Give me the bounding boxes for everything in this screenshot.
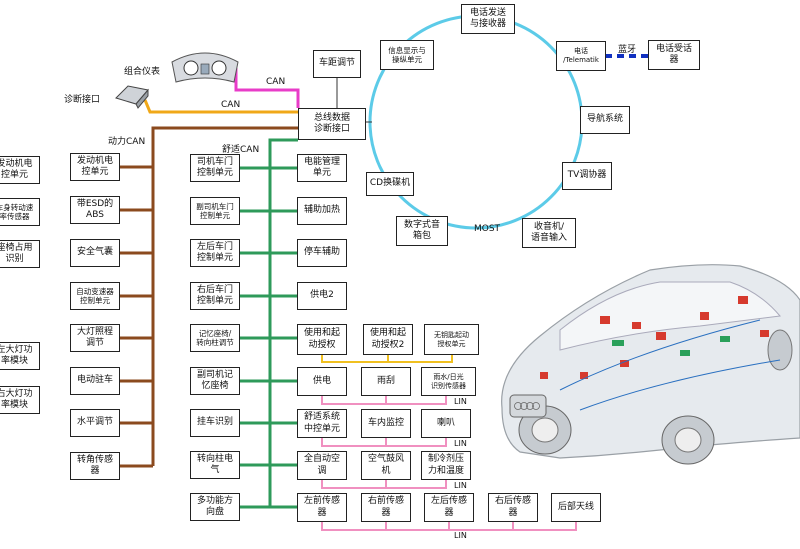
power-node-engine: 发动机电 控单元 (70, 153, 120, 181)
comfort-node-steering-column: 转向柱电 气 (190, 451, 240, 479)
power-node-transmission: 自动变速器 控制单元 (70, 282, 120, 310)
lin2-interior-monitor: 车内监控 (361, 409, 411, 438)
ring-info-display: 信息显示与 操纵单元 (380, 40, 434, 70)
lin4-left-rear-sensor: 左后传感 器 (424, 493, 474, 522)
lin4-rear-antenna: 后部天线 (551, 493, 601, 522)
lin1-rain-light-sensor: 雨水/日光 识别传感器 (421, 367, 476, 396)
comfort-node-multifunction-wheel: 多功能方 向盘 (190, 493, 240, 521)
comfort-node-right-rear-door: 右后车门 控制单元 (190, 282, 240, 310)
left-cut-right-headlamp-box: 右大灯功 率模块 (0, 386, 40, 414)
power-node-angle-sensor: 转角传感 器 (70, 452, 120, 480)
comfort-node-passenger-memory-seat: 副司机记 忆座椅 (190, 367, 240, 395)
comfort-node-passenger-door: 副司机车门 控制单元 (190, 197, 240, 225)
power-node-abs: 带ESD的 ABS (70, 196, 120, 224)
ring-cd-changer: CD换碟机 (366, 172, 414, 196)
diag-port-label: 诊断接口 (64, 95, 101, 105)
ring-digital-sound: 数字式音 箱包 (396, 216, 448, 246)
most-label: MOST (474, 224, 501, 234)
power-node-parking-brake: 电动驻车 (70, 367, 120, 395)
ring-tv-tuner: TV调协器 (562, 162, 612, 190)
diag-can-line (143, 99, 298, 114)
node-power-supply-2: 供电2 (297, 282, 347, 310)
ring-navigation: 导航系统 (580, 106, 630, 134)
can-top-label: CAN (266, 77, 286, 87)
car-illustration (501, 264, 800, 465)
comfort-can-stubs (240, 166, 297, 509)
gateway-box: 总线数据 诊断接口 (298, 108, 366, 140)
lin-label-4: LIN (454, 531, 467, 540)
left-cut-engine-box: 发动机电 控单元 (0, 156, 40, 184)
lin3-blower: 空气鼓风 机 (361, 451, 411, 480)
auth-box-keyless: 无钥匙起动 授权单元 (424, 324, 479, 355)
lin-label-3: LIN (454, 481, 467, 490)
auth-box-1: 使用和起 动授权 (297, 324, 347, 355)
cluster-can-line (234, 68, 300, 108)
power-can-bus (151, 126, 298, 466)
distance-control-box: 车距调节 (313, 50, 361, 78)
comfort-node-driver-door: 司机车门 控制单元 (190, 154, 240, 182)
comfort-node-left-rear-door: 左后车门 控制单元 (190, 239, 240, 267)
lin-label-2: LIN (454, 439, 467, 448)
lin3-auto-ac: 全自动空 调 (297, 451, 347, 480)
diagnostic-connector-icon (115, 85, 149, 109)
left-cut-left-headlamp-box: 左大灯功 率模块 (0, 342, 40, 370)
node-parking-aid: 停车辅助 (297, 239, 347, 267)
phone-receiver-box: 电话受话 器 (648, 40, 700, 70)
auth-box-2: 使用和起 动授权2 (363, 324, 413, 355)
lin4-right-rear-sensor: 右后传感 器 (488, 493, 538, 522)
combo-instrument-label: 组合仪表 (124, 67, 161, 77)
can-mid-label: CAN (221, 100, 241, 110)
ring-radio-voice: 收音机/ 语音输入 (522, 218, 576, 248)
bluetooth-label: 蓝牙 (618, 45, 637, 55)
lin3-refrigerant-sensor: 制冷剂压 力和温度 (421, 451, 471, 480)
lin2-comfort-central: 舒适系统 中控单元 (297, 409, 347, 438)
comfort-can-bus (268, 138, 298, 507)
node-aux-heating: 辅助加热 (297, 197, 347, 225)
left-cut-seat-box: 座椅占用 识别 (0, 240, 40, 268)
power-node-level-control: 水平调节 (70, 409, 120, 437)
left-cut-yaw-sensor-box: 车身转动速 率传感器 (0, 198, 40, 226)
comfort-node-memory-seat: 记忆座椅/ 转向柱调节 (190, 324, 240, 352)
lin1-wiper: 雨刮 (361, 367, 411, 396)
ring-phone-transceiver: 电话发送 与接收器 (461, 4, 515, 34)
node-energy-management: 电能管理 单元 (297, 154, 347, 182)
comfort-node-trailer: 挂车识别 (190, 409, 240, 437)
lin-lines (321, 396, 577, 531)
ring-phone-telematik: 电话 /Telematik (556, 41, 606, 71)
lin1-power-supply: 供电 (297, 367, 347, 396)
lin4-left-front-sensor: 左前传感 器 (297, 493, 347, 522)
power-can-stubs (120, 165, 153, 468)
lin2-horn: 喇叭 (421, 409, 471, 438)
power-node-airbag: 安全气囊 (70, 239, 120, 267)
power-node-headlamp-range: 大灯照程 调节 (70, 324, 120, 352)
power-can-label: 动力CAN (108, 137, 146, 147)
lin4-right-front-sensor: 右前传感 器 (361, 493, 411, 522)
lin-label-1: LIN (454, 397, 467, 406)
instrument-cluster-icon (171, 52, 239, 83)
comfort-can-label: 舒适CAN (222, 145, 260, 155)
